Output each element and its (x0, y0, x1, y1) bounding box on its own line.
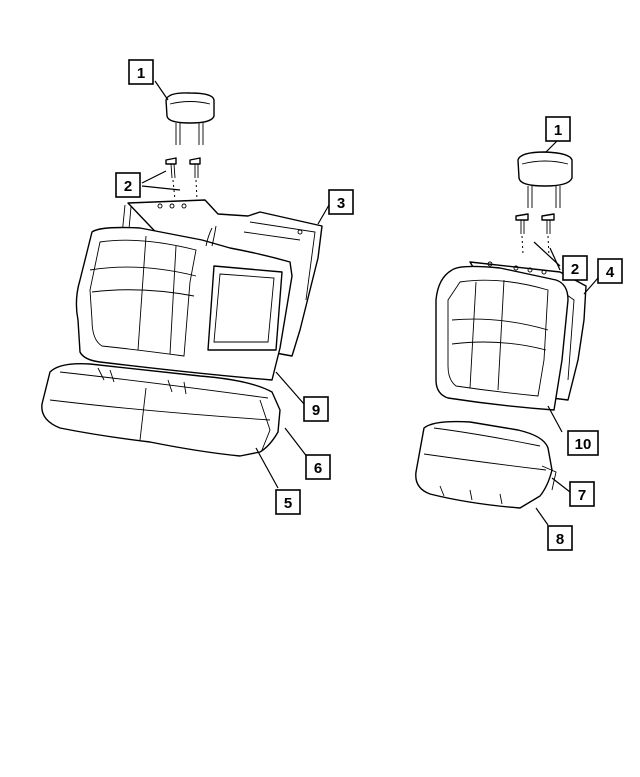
headrest-guides-right (515, 213, 555, 257)
svg-text:4: 4 (606, 264, 615, 281)
svg-text:5: 5 (284, 495, 292, 512)
callout-1-left: 1 (128, 59, 154, 85)
callout-2-right: 2 (562, 255, 588, 281)
svg-text:2: 2 (124, 178, 132, 195)
callout-5: 5 (275, 489, 301, 515)
callout-8: 8 (547, 525, 573, 551)
seat-back-cover-right (435, 265, 569, 411)
svg-text:2: 2 (571, 261, 579, 278)
callout-7: 7 (569, 481, 595, 507)
callout-9: 9 (303, 396, 329, 422)
callout-3: 3 (328, 189, 354, 215)
callout-4: 4 (597, 258, 623, 284)
svg-text:8: 8 (556, 531, 564, 548)
seat-back-cover-left (75, 225, 293, 381)
svg-text:1: 1 (137, 65, 145, 82)
svg-text:3: 3 (337, 195, 345, 212)
headrest-right (517, 151, 573, 208)
svg-text:6: 6 (314, 460, 322, 477)
svg-text:1: 1 (554, 122, 562, 139)
svg-text:7: 7 (578, 487, 586, 504)
callout-10: 10 (567, 430, 599, 456)
callout-1-right: 1 (545, 116, 571, 142)
seat-cushion-right (415, 420, 557, 509)
callout-6: 6 (305, 454, 331, 480)
seat-cushion-left (41, 362, 281, 457)
headrest-guides-left (165, 157, 201, 201)
svg-text:10: 10 (575, 436, 592, 453)
svg-text:9: 9 (312, 402, 320, 419)
leader-lines (141, 80, 599, 526)
callout-2-left: 2 (115, 172, 141, 198)
headrest-left (165, 92, 215, 145)
